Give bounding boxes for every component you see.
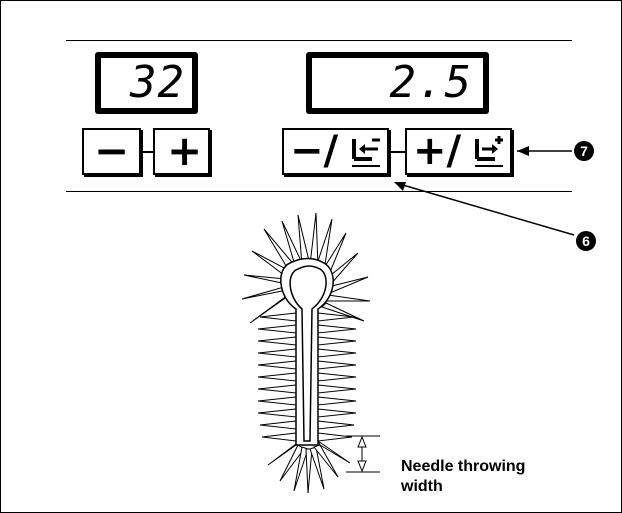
callout-7-marker: 7 [574,141,594,161]
width-button-connector [389,151,405,153]
needle-width-dimension [346,435,380,473]
count-display: 32 [95,52,198,114]
width-plus-button[interactable]: +/ [405,128,512,175]
count-plus-button[interactable]: + [153,128,210,175]
buttonhole-stitch-illustration [241,213,371,493]
width-display: 2.5 [306,52,489,114]
callout-6-marker: 6 [576,231,596,251]
needle-width-label-line1: Needle throwing [401,458,526,475]
width-minus-button[interactable]: −/ [282,128,389,175]
count-display-value: 32 [130,57,185,108]
panel-top-rule [66,40,572,41]
count-button-connector [141,151,153,153]
width-display-value: 2.5 [389,57,472,108]
needle-width-label-line2: width [401,478,443,495]
count-minus-button[interactable]: − [82,128,141,175]
width-decrease-icon [352,138,380,167]
width-increase-icon [475,136,503,167]
panel-bottom-rule [66,191,572,192]
